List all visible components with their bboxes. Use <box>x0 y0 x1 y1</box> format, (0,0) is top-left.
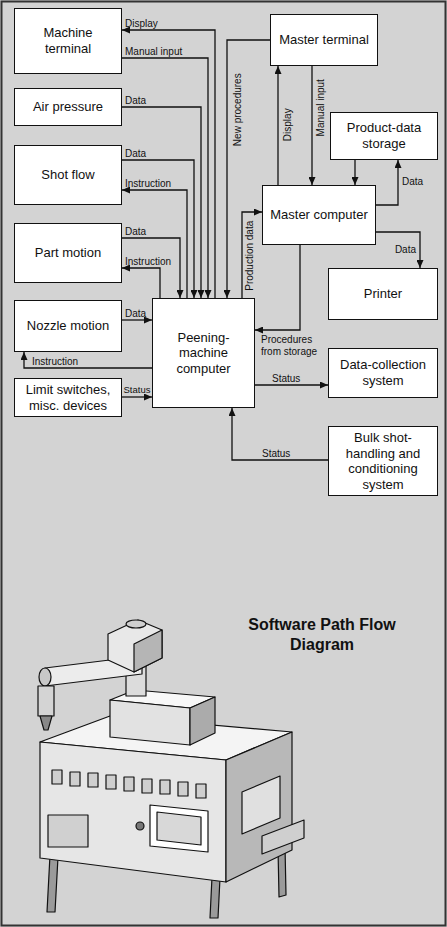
process-box: Shot flow <box>14 145 122 205</box>
process-box: Product-data storage <box>330 112 438 160</box>
signal-label: Data <box>125 95 146 107</box>
box-label: Part motion <box>35 245 101 261</box>
signal-label: Instruction <box>125 178 171 190</box>
signal-label: Display <box>125 18 158 30</box>
process-box: Part motion <box>14 223 122 283</box>
flow-arrow <box>277 66 278 185</box>
flow-arrow <box>122 107 201 298</box>
signal-label: Status <box>124 385 151 396</box>
machine-part <box>110 700 190 745</box>
machine-part <box>142 779 152 793</box>
process-box: Peening-machine computer <box>152 298 255 408</box>
signal-label: Manual input <box>125 46 182 58</box>
flow-arrow <box>376 160 398 205</box>
machine-part <box>126 620 146 628</box>
machine-part <box>40 742 226 882</box>
signal-label: Status <box>272 373 300 385</box>
signal-label: Data <box>395 244 416 256</box>
signal-label: Data <box>125 226 146 238</box>
box-label: Master terminal <box>279 32 369 48</box>
process-box: Data-collection system <box>328 348 438 398</box>
process-box: Machine terminal <box>14 8 122 74</box>
flow-arrow <box>24 352 152 368</box>
machine-part <box>226 732 292 882</box>
flow-arrow <box>311 66 312 185</box>
flow-arrow <box>122 190 187 298</box>
flow-arrow <box>122 58 208 298</box>
machine-part <box>47 855 58 912</box>
diagram-title: Software Path Flow Diagram <box>232 615 412 655</box>
flow-arrow <box>122 238 180 298</box>
box-label: Machine terminal <box>20 25 116 56</box>
signal-label: Production data <box>244 221 256 291</box>
flow-arrow <box>122 30 215 298</box>
machine-part <box>262 820 304 854</box>
process-box: Limit switches, misc. devices <box>14 378 122 417</box>
signal-label: Instruction <box>32 356 78 368</box>
flow-arrow <box>122 268 160 298</box>
machine-part <box>190 697 215 745</box>
machine-part <box>178 782 188 796</box>
machine-part <box>108 620 162 672</box>
flow-arrow <box>122 160 194 298</box>
box-label: Air pressure <box>33 99 103 115</box>
machine-part <box>106 775 116 789</box>
box-label: Bulk shot-handling and conditioning syst… <box>334 430 432 492</box>
box-label: Shot flow <box>41 167 94 183</box>
signal-label: New procedures <box>231 74 243 147</box>
box-label: Master computer <box>270 207 368 223</box>
peening-machine-illustration <box>38 620 304 918</box>
signal-label: Procedures from storage <box>261 334 325 357</box>
flow-arrow <box>354 160 355 185</box>
flow-arrow <box>227 40 270 298</box>
signal-label: Data <box>125 148 146 160</box>
flow-arrow <box>122 319 152 320</box>
machine-part <box>48 815 88 847</box>
machine-part <box>38 686 54 716</box>
box-label: Limit switches, misc. devices <box>20 382 116 413</box>
machine-part <box>124 777 134 791</box>
flow-arrow <box>255 245 300 330</box>
machine-part <box>242 776 280 834</box>
machine-part <box>40 716 52 730</box>
signal-label: Data <box>125 308 146 320</box>
box-label: Nozzle motion <box>27 318 109 334</box>
machine-part <box>210 877 220 918</box>
signal-label: Data <box>402 176 423 188</box>
machine-part <box>134 630 162 672</box>
process-box: Bulk shot-handling and conditioning syst… <box>328 426 438 496</box>
box-label: Printer <box>364 286 402 302</box>
machine-part <box>39 668 51 686</box>
machine-part <box>52 770 206 798</box>
machine-part <box>88 773 98 787</box>
signal-label: Instruction <box>125 256 171 268</box>
machine-part <box>160 780 170 794</box>
process-box: Printer <box>328 268 438 320</box>
flow-arrow <box>122 396 152 397</box>
process-box: Air pressure <box>14 88 122 126</box>
signal-label: Status <box>262 448 290 460</box>
box-label: Product-data storage <box>336 120 432 151</box>
flow-arrow <box>376 232 420 268</box>
machine-part <box>157 812 201 845</box>
machine-part <box>136 822 144 830</box>
signal-label: Manual input <box>315 79 327 136</box>
machine-part <box>70 772 80 786</box>
process-box: Master terminal <box>270 14 378 66</box>
machine-part <box>150 805 208 852</box>
machine-part <box>52 770 62 784</box>
flow-arrow <box>242 212 262 298</box>
process-box: Nozzle motion <box>14 300 122 352</box>
signal-label: Display <box>281 109 293 142</box>
process-box: Master computer <box>262 185 376 245</box>
machine-part <box>196 784 206 798</box>
box-label: Data-collection system <box>334 357 432 388</box>
flow-arrow <box>232 408 328 460</box>
flow-arrow <box>255 384 328 385</box>
box-label: Peening-machine computer <box>158 330 249 377</box>
